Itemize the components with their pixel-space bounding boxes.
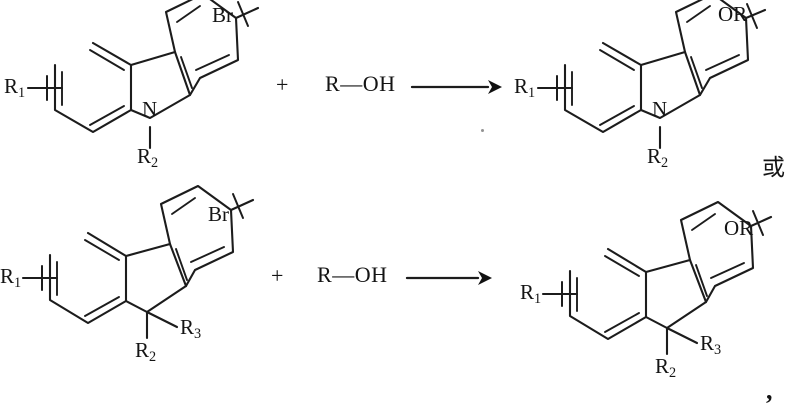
reagent-roh-row1: R—OH bbox=[325, 71, 395, 97]
bond-to-br bbox=[229, 198, 255, 212]
reagent-roh-row2: R—OH bbox=[317, 262, 387, 288]
right-ring-inner-bond-1 bbox=[171, 197, 196, 215]
right-ring-inner-bond-3 bbox=[175, 248, 188, 281]
left-ring-inner-bond-2 bbox=[89, 105, 125, 126]
left-ring-inner-bond-2 bbox=[604, 312, 640, 333]
reagent-r-row1: R bbox=[325, 71, 341, 96]
plus-sign-row1: + bbox=[276, 72, 289, 97]
left-ring-outline bbox=[568, 247, 648, 341]
trailing-comma: , bbox=[766, 376, 773, 405]
reaction-row-carbazole: Br R1 N R2 + R—OH bbox=[0, 0, 800, 200]
image-speck-artifact bbox=[481, 129, 484, 132]
left-ring-inner-bond-2 bbox=[599, 105, 635, 126]
label-br-reactant: Br bbox=[212, 3, 233, 27]
reagent-oh-row1: OH bbox=[362, 71, 396, 96]
reactant-carbazole: Br R1 N R2 bbox=[0, 0, 260, 190]
label-r2-reactant: R2 bbox=[137, 144, 159, 171]
reagent-oh-row2: OH bbox=[354, 262, 388, 287]
label-r2-reactant-fluorene: R2 bbox=[135, 338, 157, 365]
label-n-product: N bbox=[652, 97, 668, 121]
reagent-dash-row1: — bbox=[340, 71, 363, 96]
label-or-product-fluorene: OR bbox=[724, 216, 754, 240]
connector-or-cjk: 或 bbox=[762, 155, 785, 181]
left-ring-outline bbox=[48, 231, 128, 325]
right-ring-inner-bond-2 bbox=[190, 246, 225, 263]
right-ring-inner-bond-3 bbox=[695, 264, 708, 297]
label-r1-reactant: R1 bbox=[4, 74, 26, 101]
plus-sign-row2: + bbox=[271, 263, 284, 288]
right-ring-inner-bond-1 bbox=[686, 5, 711, 23]
product-fluorene: OR R1 R2 R3 bbox=[520, 200, 795, 412]
bond-c9-to-r3 bbox=[145, 310, 179, 329]
pyrrole-ring-outline bbox=[129, 50, 192, 120]
carbazole-skeleton-product bbox=[536, 0, 767, 150]
right-ring-inner-bond-3 bbox=[180, 56, 193, 89]
left-ring-outline bbox=[563, 41, 643, 134]
label-r1-reactant-fluorene: R1 bbox=[0, 264, 22, 291]
arrow-head-row2 bbox=[478, 271, 492, 285]
reagent-dash-row2: — bbox=[332, 262, 355, 287]
label-r2-product-fluorene: R2 bbox=[655, 354, 677, 381]
left-ring-outline bbox=[53, 41, 133, 134]
product-carbazole: OR R1 N R2 bbox=[510, 0, 770, 190]
fluorene-skeleton-product bbox=[541, 200, 773, 356]
label-r3-product-fluorene: R3 bbox=[700, 331, 722, 358]
bond-to-or bbox=[749, 215, 773, 228]
right-ring-inner-bond-2 bbox=[195, 54, 230, 71]
bond-to-or bbox=[744, 8, 767, 20]
bond-to-br bbox=[234, 6, 260, 20]
pyrrole-ring-outline bbox=[639, 50, 702, 120]
reagent-r-row2: R bbox=[317, 262, 333, 287]
reaction-arrow-row2 bbox=[405, 271, 492, 285]
right-ring-inner-bond-3 bbox=[690, 56, 703, 89]
right-ring-outline bbox=[159, 184, 235, 288]
label-r3-reactant-fluorene: R3 bbox=[180, 315, 202, 342]
or-bond-cross-slash bbox=[746, 3, 758, 29]
left-ring-inner-bond-3 bbox=[89, 49, 125, 71]
reaction-arrow-row1 bbox=[410, 80, 502, 94]
label-br-reactant-fluorene: Br bbox=[208, 202, 229, 226]
right-ring-inner-bond-1 bbox=[691, 213, 716, 231]
arrow-head-row1 bbox=[488, 80, 502, 94]
reactant-fluorene: Br R1 R2 R3 bbox=[0, 184, 270, 400]
label-n-reactant: N bbox=[142, 97, 158, 121]
label-r1-product: R1 bbox=[514, 74, 536, 101]
bond-c9-to-r3 bbox=[665, 326, 699, 345]
fluorene-skeleton-reactant bbox=[21, 184, 255, 340]
label-r1-product-fluorene: R1 bbox=[520, 280, 542, 307]
carbazole-skeleton-reactant bbox=[26, 0, 260, 150]
left-ring-inner-bond-3 bbox=[604, 255, 640, 277]
right-ring-inner-bond-1 bbox=[176, 5, 201, 23]
right-ring-inner-bond-2 bbox=[705, 54, 740, 71]
br-bond-cross-slash bbox=[232, 193, 244, 219]
br-bond-cross-slash bbox=[237, 1, 249, 27]
left-ring-inner-bond-3 bbox=[599, 49, 635, 71]
left-ring-inner-bond-2 bbox=[84, 296, 120, 317]
reaction-row-fluorene: Br R1 R2 R3 + R—OH bbox=[0, 184, 800, 412]
label-or-product: OR bbox=[718, 2, 748, 26]
left-ring-inner-bond-3 bbox=[84, 239, 120, 261]
right-ring-inner-bond-2 bbox=[710, 262, 745, 279]
or-bond-cross-slash bbox=[752, 210, 764, 236]
label-r2-product: R2 bbox=[647, 144, 669, 171]
